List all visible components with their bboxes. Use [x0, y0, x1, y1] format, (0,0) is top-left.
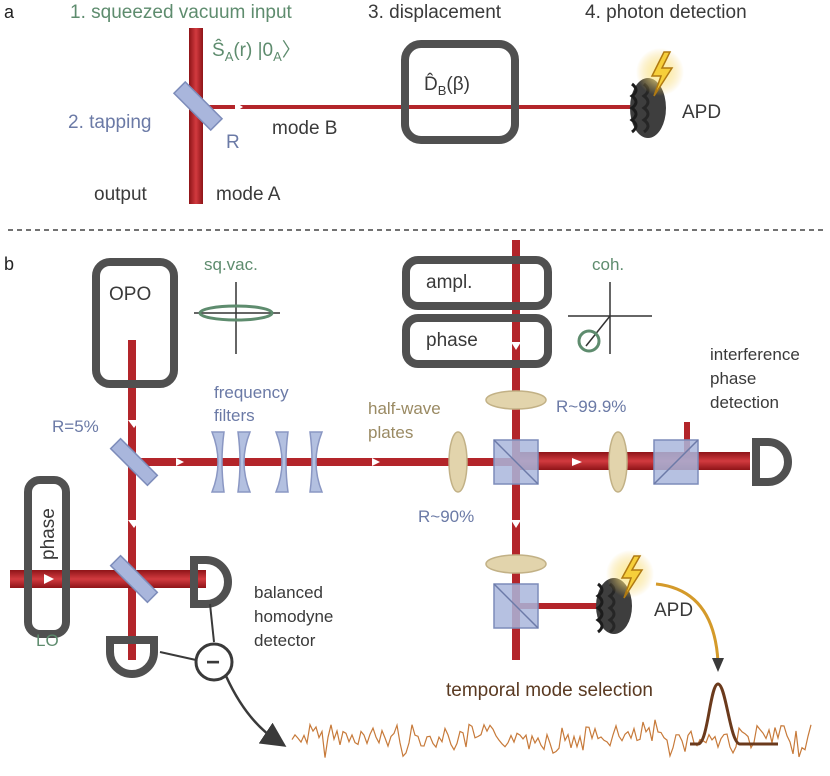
step-displacement: 3. displacement [368, 2, 502, 23]
half-wave-line2: plates [368, 423, 413, 442]
displacement-box [401, 40, 519, 144]
beam-arrow [511, 342, 521, 350]
freq-filters-line1: frequency [214, 383, 289, 402]
gold-arrow-head [712, 658, 724, 672]
apd-label-a: APD [682, 102, 721, 123]
coherent-phase-space-icon [568, 282, 652, 354]
apd-label-b: APD [654, 600, 693, 621]
wire [209, 603, 215, 643]
reflectivity-r-label: R [226, 132, 240, 153]
ampl-label: ampl. [426, 272, 472, 293]
beam-arrow [572, 458, 582, 466]
lightning-icon [636, 48, 684, 97]
half-wave-plate-3 [608, 431, 628, 493]
step-photon-detection: 4. photon detection [585, 2, 747, 23]
gold-arrow [655, 582, 720, 663]
photodiode-icon [106, 636, 158, 678]
phase-top-label: phase [426, 330, 478, 351]
lo-label: LO [36, 631, 59, 650]
interference-line3: detection [710, 393, 779, 412]
beam-mode-b [203, 105, 633, 109]
beam-apd-horizontal [516, 603, 608, 609]
opo-label: OPO [109, 284, 151, 305]
photodiode-icon [190, 556, 232, 608]
lightning-icon [606, 550, 654, 599]
beam-opo-vertical [128, 340, 136, 660]
interference-line1: interference [710, 345, 800, 364]
sq-vac-label: sq.vac. [204, 255, 258, 274]
lo-phase-box [24, 476, 70, 638]
homodyne-noise-trace [291, 719, 812, 759]
output-label: output [94, 184, 148, 205]
interference-line2: phase [710, 369, 756, 388]
minus-sign: − [206, 649, 220, 676]
coh-label: coh. [592, 255, 624, 274]
tap-beamsplitter [109, 437, 159, 487]
beamsplitter-icon [653, 439, 699, 485]
freq-filters-line2: filters [214, 406, 255, 425]
mode-a-label: mode A [216, 184, 281, 205]
lo-phase-label: phase [38, 508, 59, 560]
frequency-filter-cavities [210, 431, 324, 493]
half-wave-line1: half-wave [368, 399, 441, 418]
balanced-line1: balanced [254, 583, 323, 602]
opo-box [92, 258, 178, 388]
photodiode-icon [752, 438, 792, 486]
beamsplitter-icon [493, 583, 539, 629]
beam-arrow [44, 574, 54, 584]
temporal-mode-label: temporal mode selection [446, 680, 653, 701]
half-wave-plate-2 [485, 390, 547, 410]
step-tapping: 2. tapping [68, 112, 151, 133]
beam-lo [10, 570, 206, 588]
r-90-label: R~90% [418, 507, 474, 526]
beam-arrow [128, 420, 140, 428]
panel-a-letter: a [4, 2, 15, 22]
mode-b-label: mode B [272, 118, 337, 139]
squeezed-phase-space-icon [194, 282, 280, 354]
step-squeezed-input: 1. squeezed vacuum input [70, 2, 293, 23]
displacement-operator: D̂B(β) [424, 73, 470, 98]
subtraction-circle [194, 642, 234, 682]
beam-interference [520, 452, 750, 470]
balanced-line3: detector [254, 631, 316, 650]
beam-arrow [372, 458, 380, 466]
beam-arrow [176, 458, 184, 466]
phase-modulator-box [402, 314, 552, 368]
beam-arrow [128, 520, 140, 528]
tapping-beamsplitter [172, 80, 224, 132]
signal-arrow [224, 675, 287, 747]
amplitude-modulator-box [402, 256, 552, 310]
half-wave-plate-1 [448, 431, 468, 493]
beam-arrow [511, 520, 521, 528]
panel-b-letter: b [4, 254, 14, 274]
temporal-mode-function [690, 682, 778, 746]
beamsplitter-icon [493, 439, 539, 485]
beam-main-horizontal [132, 458, 532, 466]
half-wave-plate-4 [485, 554, 547, 574]
input-state-label: ŜA(r) |0A〉 [212, 39, 301, 64]
wire [159, 651, 197, 661]
r-999-label: R~99.9% [556, 397, 626, 416]
balanced-line2: homodyne [254, 607, 333, 626]
r-5-label: R=5% [52, 417, 99, 436]
beam-arrow [235, 102, 243, 112]
homodyne-beamsplitter [109, 554, 159, 604]
